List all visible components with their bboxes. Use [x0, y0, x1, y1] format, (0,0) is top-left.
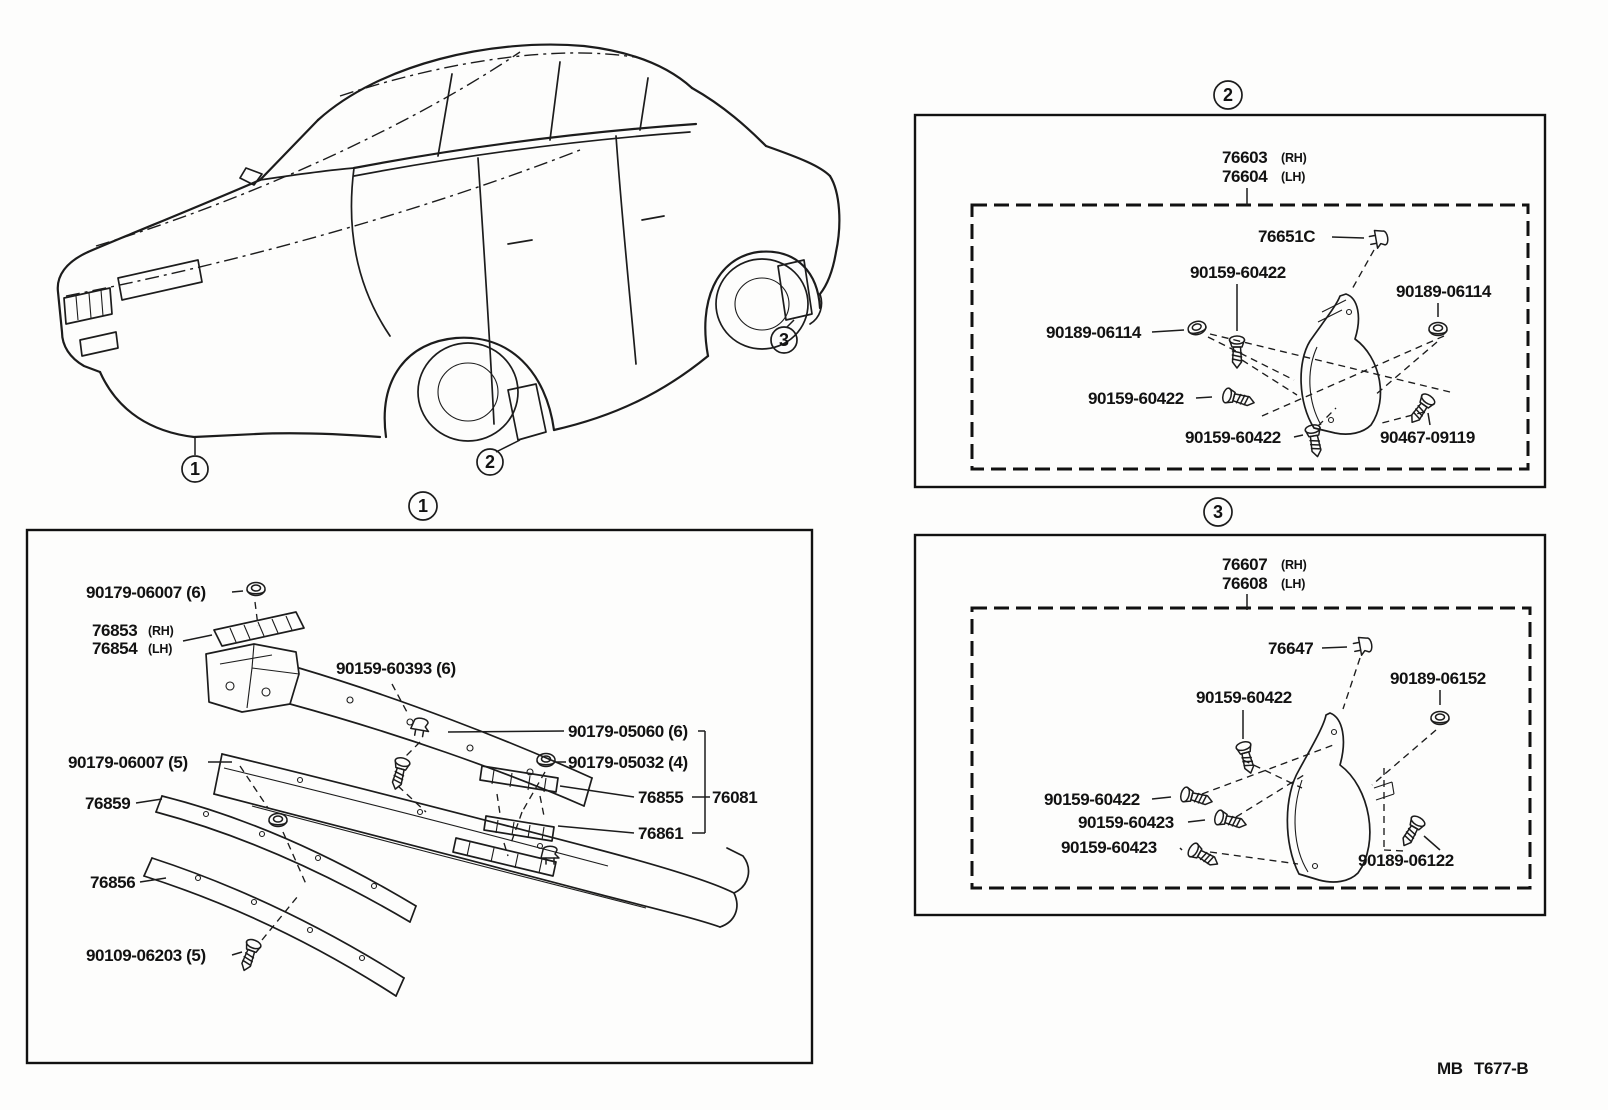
- screw-icon: [1234, 739, 1259, 776]
- clip-icon: [1185, 318, 1209, 338]
- part-number-label: 90159-60423: [1061, 838, 1157, 857]
- vehicle-illustration: [56, 43, 841, 455]
- screw-icon: [1405, 391, 1438, 428]
- screw-icon: [1220, 386, 1257, 411]
- part-number-label: 90179-06007 (6): [86, 583, 206, 602]
- body-outline-dashed-frame: [970, 203, 1530, 471]
- part-side-label: (RH): [1281, 151, 1307, 165]
- leader-lines-box3: [1151, 594, 1441, 851]
- part-number-label: 76647: [1268, 639, 1313, 658]
- nut-icon: [1428, 321, 1448, 337]
- callout-3-on-car: 3: [770, 326, 798, 354]
- assembly-dash-lines-box3: [1201, 657, 1437, 865]
- part-number-label: 90189-06114: [1046, 323, 1142, 342]
- callout-number: 1: [190, 459, 200, 479]
- part-number-label: 90179-05032 (4): [568, 753, 688, 772]
- callout-1-on-car: 1: [181, 455, 209, 483]
- part-number-label: 76859: [85, 794, 130, 813]
- part-labels-box3: 76607 (RH) 76608 (LH) 76647 90189-06152 …: [1044, 555, 1486, 870]
- assembly-dash-lines-box2: [1207, 249, 1451, 427]
- mudguard-drawing: [1300, 293, 1382, 435]
- headlight: [117, 259, 203, 301]
- grommet-icon: [1367, 227, 1390, 251]
- nut-icon: [1430, 710, 1450, 726]
- part-side-label: (LH): [148, 642, 172, 656]
- front-spoiler-detail-box: 90179-06007 (6) 76853 (RH) 76854 (LH) 90…: [25, 528, 814, 1065]
- rear-mudguard-detail-box: 76607 (RH) 76608 (LH) 76647 90189-06152 …: [913, 533, 1547, 917]
- callout-1-box-header: 1: [408, 491, 438, 521]
- footer-code-left: MB: [1437, 1059, 1463, 1078]
- part-side-label: (LH): [1281, 577, 1305, 591]
- nut-icon: [268, 812, 288, 828]
- part-number-label: 76607: [1222, 555, 1267, 574]
- part-number-label: 90159-60422: [1044, 790, 1140, 809]
- part-number-label: 76604: [1222, 167, 1268, 186]
- part-number-label: 76608: [1222, 574, 1267, 593]
- detail-box-frame: [25, 528, 814, 1065]
- screw-icon: [1396, 813, 1428, 851]
- part-number-label: 76651C: [1258, 227, 1315, 246]
- assembly-dash-lines-box1: [239, 601, 546, 941]
- screw-icon: [1185, 840, 1223, 872]
- callout-number: 3: [779, 330, 789, 350]
- detail-box-frame: [913, 533, 1547, 917]
- part-number-label: 90179-05060 (6): [568, 722, 688, 741]
- grommet-icon: [1351, 634, 1374, 658]
- leader-lines-box1: [135, 590, 710, 956]
- screw-icon: [1178, 785, 1215, 810]
- part-number-label: 90189-06122: [1358, 851, 1454, 870]
- part-labels-box2: 76603 (RH) 76604 (LH) 76651C 90159-60422…: [1046, 148, 1492, 447]
- part-number-label: 90159-60422: [1196, 688, 1292, 707]
- part-number-label: 90159-60422: [1088, 389, 1184, 408]
- front-wheel: [417, 342, 519, 442]
- mudguard-drawing: [1286, 712, 1395, 883]
- part-side-label: (RH): [148, 624, 174, 638]
- front-lamp: [79, 331, 119, 357]
- footer-code-right: T677-B: [1474, 1059, 1528, 1078]
- screw-icon: [236, 937, 263, 974]
- front-mudguard-on-car: [495, 383, 547, 453]
- callout-number: 2: [1223, 85, 1233, 105]
- rear-wheel: [715, 258, 809, 350]
- screw-icon: [1212, 808, 1249, 833]
- callout-number: 2: [485, 452, 495, 472]
- part-number-label: 76603: [1222, 148, 1267, 167]
- callout-3-box-header: 3: [1203, 497, 1233, 527]
- callout-2-box-header: 2: [1213, 80, 1243, 110]
- part-number-label: 90159-60422: [1190, 263, 1286, 282]
- front-mudguard-detail-box: 76603 (RH) 76604 (LH) 76651C 90159-60422…: [913, 113, 1547, 489]
- page-footer: MB T677-B: [1437, 1059, 1529, 1078]
- callout-number: 3: [1213, 502, 1223, 522]
- part-number-label: 76861: [638, 824, 683, 843]
- leader-lines-box2: [1151, 188, 1439, 438]
- part-side-label: (RH): [1281, 558, 1307, 572]
- detail-box-frame: [913, 113, 1547, 489]
- part-number-label: 76853: [92, 621, 137, 640]
- part-number-label: 90189-06114: [1396, 282, 1492, 301]
- part-number-label: 76081: [712, 788, 757, 807]
- side-mirror: [239, 167, 263, 186]
- callout-number: 1: [418, 496, 428, 516]
- part-number-label: 76856: [90, 873, 135, 892]
- body-outline-dashed-frame: [970, 606, 1532, 890]
- part-number-label: 90189-06152: [1390, 669, 1486, 688]
- part-number-label: 90109-06203 (5): [86, 946, 206, 965]
- part-number-label: 90159-60422: [1185, 428, 1281, 447]
- grille: [63, 287, 113, 325]
- part-number-label: 90467-09119: [1380, 428, 1475, 447]
- callout-2-on-car: 2: [476, 448, 504, 476]
- screw-icon: [387, 755, 412, 792]
- spoiler-parts-drawing: [143, 611, 750, 997]
- part-number-label: 90159-60423: [1078, 813, 1174, 832]
- part-labels-box1: 90179-06007 (6) 76853 (RH) 76854 (LH) 90…: [68, 583, 758, 965]
- part-number-label: 90159-60393 (6): [336, 659, 456, 678]
- part-number-label: 76855: [638, 788, 683, 807]
- part-number-label: 90179-06007 (5): [68, 753, 188, 772]
- part-number-label: 76854: [92, 639, 138, 658]
- nut-icon: [246, 581, 266, 597]
- part-side-label: (LH): [1281, 170, 1305, 184]
- rear-mudguard-on-car: [777, 259, 813, 328]
